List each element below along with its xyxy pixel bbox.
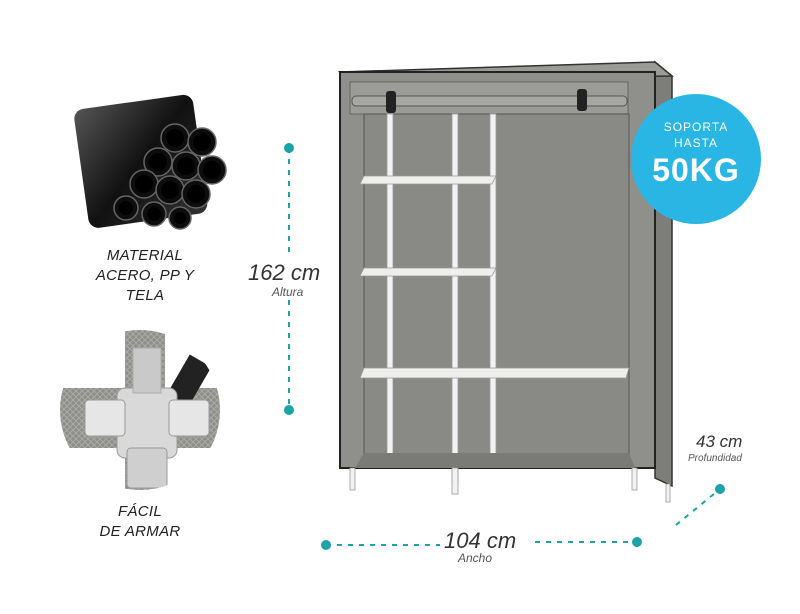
feature-assembly-label: FÁCIL DE ARMAR (75, 502, 205, 542)
height-label: Altura (272, 285, 304, 299)
feature-material-line3: TELA (125, 287, 165, 304)
depth-value: 43 cm (696, 432, 743, 451)
feature-assembly-line1: FÁCIL (117, 503, 162, 520)
steel-tubes-image (74, 94, 227, 230)
badge-line3: 50KG (652, 152, 740, 188)
width-value: 104 cm (444, 528, 517, 553)
height-top-dot (284, 143, 294, 153)
feature-assembly-line2: DE ARMAR (99, 523, 181, 540)
wardrobe-image (337, 60, 675, 503)
feature-material-line2: ACERO, PP Y (95, 267, 195, 284)
load-capacity-badge: SOPORTA HASTA 50KG (631, 94, 761, 224)
width-right-dot (632, 537, 642, 547)
feature-material-label: MATERIAL ACERO, PP Y TELA (80, 246, 210, 306)
depth-top-dot (715, 484, 725, 494)
connector-joint-image (60, 330, 220, 490)
height-value: 162 cm (248, 260, 321, 285)
height-bottom-dot (284, 405, 294, 415)
depth-label: Profundidad (688, 453, 742, 464)
badge-line2: HASTA (673, 136, 719, 150)
badge-line1: SOPORTA (663, 120, 729, 134)
width-label: Ancho (458, 551, 493, 565)
width-left-dot (321, 540, 331, 550)
feature-material-line1: MATERIAL (106, 247, 184, 264)
